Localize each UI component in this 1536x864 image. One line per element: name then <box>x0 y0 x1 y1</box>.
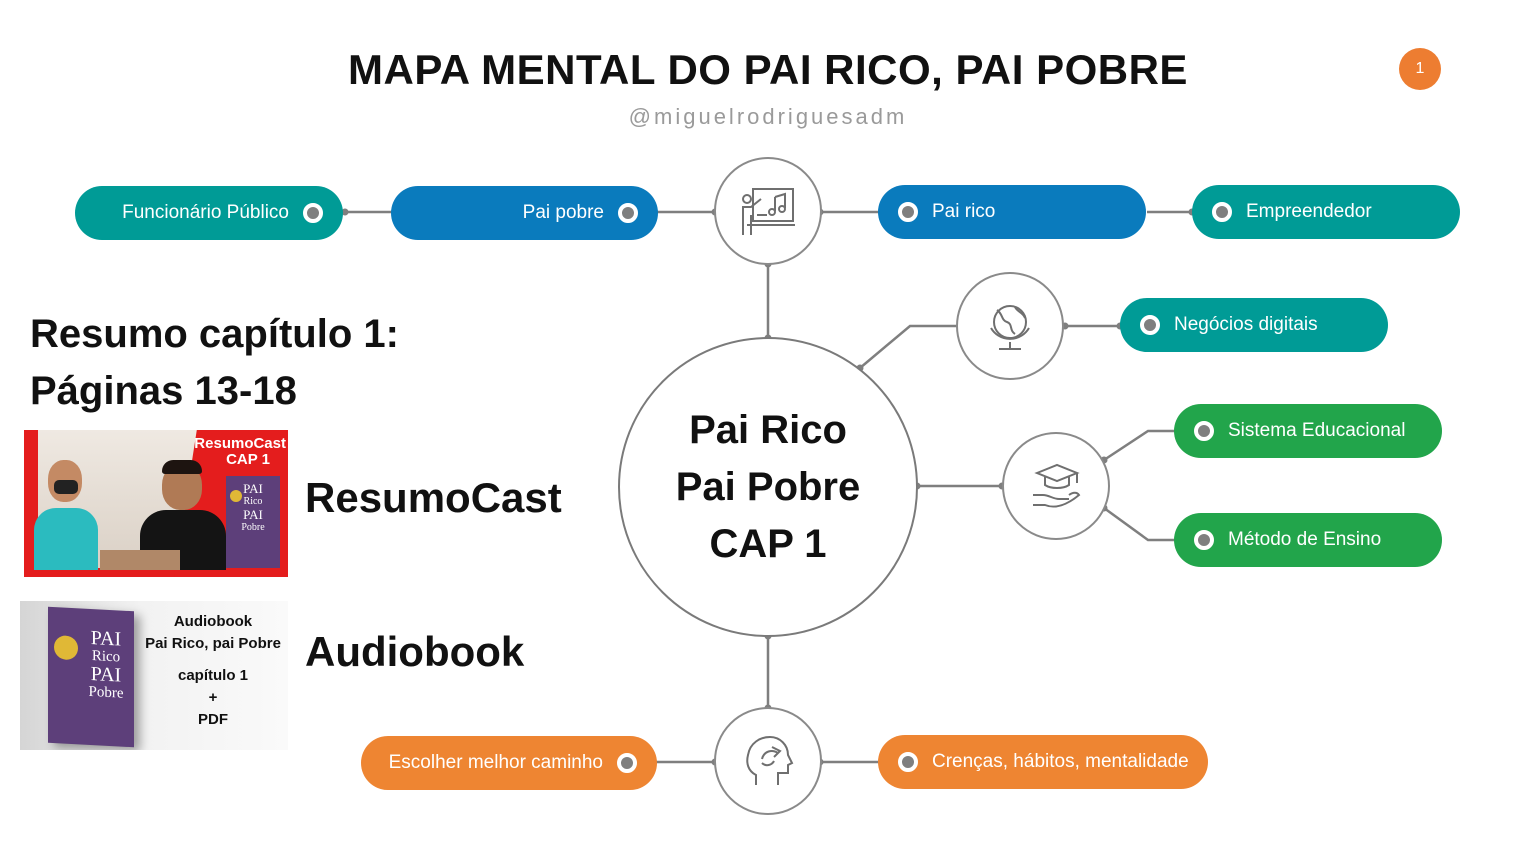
caption-line: Pai Rico, pai Pobre <box>145 635 281 652</box>
chapter-summary-heading: Resumo capítulo 1: Páginas 13-18 <box>30 306 399 420</box>
audiobook-caption: Audiobook Pai Rico, pai Pobre capítulo 1… <box>138 611 288 731</box>
bullet-dot <box>617 753 637 773</box>
summary-line-1: Resumo capítulo 1: <box>30 312 399 356</box>
book-title-line: PAI <box>243 481 263 496</box>
audiobook-label: Audiobook <box>305 628 525 675</box>
branch-label: Sistema Educacional <box>1228 420 1406 441</box>
globe-icon <box>990 305 1030 350</box>
person-hair <box>162 460 202 474</box>
summary-line-2: Páginas 13-18 <box>30 369 297 413</box>
branch-label: Negócios digitais <box>1174 314 1318 335</box>
book-cover: PAI Rico PAI Pobre <box>48 606 134 748</box>
book-title-line: PAI <box>243 507 263 522</box>
center-node: Pai Rico Pai Pobre CAP 1 <box>618 337 918 637</box>
branch-escolher-melhor-caminho: Escolher melhor caminho <box>361 736 657 790</box>
desk <box>100 550 180 570</box>
book-title-line: Rico <box>243 496 263 507</box>
globe-node <box>956 272 1064 380</box>
resumocast-thumbnail[interactable]: ResumoCast CAP 1 PAI Rico PAI Pobre <box>24 430 288 577</box>
branch-label: Pai pobre <box>522 202 604 223</box>
thumbnail-subtitle-line: CAP 1 <box>226 451 270 468</box>
page-title: MAPA MENTAL DO PAI RICO, PAI POBRE <box>348 46 1188 93</box>
caption-line: PDF <box>198 711 228 728</box>
award-seal <box>230 490 242 502</box>
branch-sistema-educacional: Sistema Educacional <box>1174 404 1442 458</box>
book-title-line: Pobre <box>88 683 124 702</box>
bullet-dot <box>1140 315 1160 335</box>
presentation-board-icon <box>742 188 795 235</box>
bullet-dot <box>898 202 918 222</box>
branch-pai-pobre: Pai pobre <box>391 186 658 240</box>
bullet-dot <box>898 752 918 772</box>
center-line-2: Pai Pobre <box>675 464 861 509</box>
person-body <box>34 508 98 570</box>
branch-funcionario-publico: Funcionário Público <box>75 186 343 240</box>
award-seal <box>54 635 78 661</box>
branch-label: Pai rico <box>932 201 996 222</box>
red-stripe <box>24 568 288 577</box>
caption-line: + <box>208 689 218 706</box>
head-arrow-icon <box>746 735 794 785</box>
center-line-1: Pai Rico <box>689 407 847 452</box>
audiobook-thumbnail[interactable]: PAI Rico PAI Pobre Audiobook Pai Rico, p… <box>20 601 288 750</box>
bullet-dot <box>1194 530 1214 550</box>
caption-line: Audiobook <box>173 613 253 630</box>
bullet-dot <box>1194 421 1214 441</box>
presentation-node <box>714 157 822 265</box>
branch-label: Empreendedor <box>1246 201 1372 222</box>
page-number-badge: 1 <box>1399 48 1441 90</box>
graduation-cap-hand-icon <box>1033 463 1081 508</box>
branch-label: Crenças, hábitos, mentalidade <box>932 751 1189 772</box>
branch-label: Escolher melhor caminho <box>388 752 603 773</box>
caption-line: capítulo 1 <box>177 667 248 684</box>
branch-empreendedor: Empreendedor <box>1192 185 1460 239</box>
branch-label: Funcionário Público <box>122 202 289 223</box>
bullet-dot <box>303 203 323 223</box>
thumbnail-title: ResumoCast CAP 1 <box>192 436 286 468</box>
book-cover: PAI Rico PAI Pobre <box>226 476 280 568</box>
education-node <box>1002 432 1110 540</box>
thumbnail-title-line: ResumoCast <box>194 435 286 452</box>
branch-pai-rico: Pai rico <box>878 185 1146 239</box>
bullet-dot <box>618 203 638 223</box>
book-title-line: Pobre <box>241 522 265 533</box>
face-mask <box>54 480 78 494</box>
branch-negocios-digitais: Negócios digitais <box>1120 298 1388 352</box>
bullet-dot <box>1212 202 1232 222</box>
branch-metodo-de-ensino: Método de Ensino <box>1174 513 1442 567</box>
branch-label: Método de Ensino <box>1228 529 1382 550</box>
author-handle: @miguelrodriguesadm <box>628 104 908 129</box>
center-line-3: CAP 1 <box>709 521 827 566</box>
mindset-node <box>714 707 822 815</box>
branch-crencas-habitos: Crenças, hábitos, mentalidade <box>878 735 1208 789</box>
resumocast-label: ResumoCast <box>305 474 562 521</box>
